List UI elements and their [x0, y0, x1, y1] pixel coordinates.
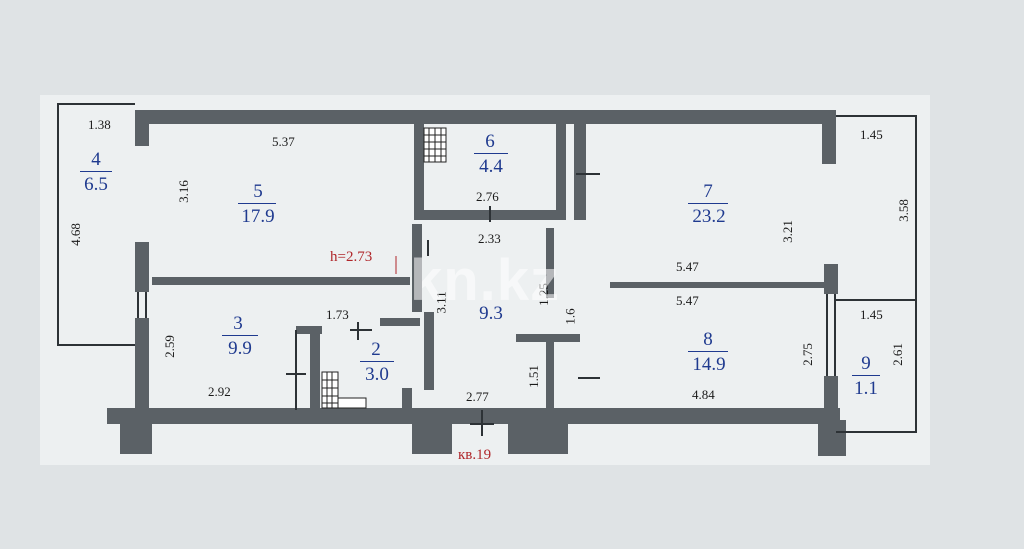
wall-2-left [310, 330, 320, 410]
room-7-rule [688, 203, 728, 204]
dim-right-top-width: 1.45 [860, 127, 883, 142]
room-7-area: 23.2 [692, 206, 726, 227]
room-3-area: 9.9 [228, 338, 252, 359]
room-8-number: 8 [703, 329, 713, 350]
ceiling-height-label: h=2.73 [330, 249, 373, 265]
wall-corridor-right-low [546, 334, 554, 410]
wall-6-left [414, 124, 424, 220]
room-6-area: 4.4 [479, 156, 503, 177]
room-4-area: 6.5 [84, 174, 108, 195]
dim-entry-width: 2.77 [466, 389, 489, 404]
wall-2-top [296, 326, 322, 334]
watermark: kn.kz [410, 248, 561, 313]
dim-room7-depth: 3.21 [779, 220, 795, 243]
wall-bottom-right-pier [818, 420, 846, 456]
room-9-number: 9 [861, 353, 871, 374]
dim-room3-width: 2.92 [208, 384, 231, 399]
room-4-number: 4 [91, 149, 101, 170]
wall-6-right [556, 124, 566, 220]
wall-bottom [107, 408, 840, 424]
wall-6-right-thick [574, 124, 586, 220]
room-8-rule [688, 351, 728, 352]
dim-room8-depth: 2.75 [799, 343, 815, 366]
dim-room9-width: 1.45 [860, 307, 883, 322]
dim-balcony-width: 1.38 [88, 117, 111, 132]
dim-room8-bottom: 4.84 [692, 387, 715, 402]
apartment-number-label: кв.19 [458, 447, 492, 463]
room-8-area: 14.9 [692, 354, 726, 375]
wall-7-8 [610, 282, 828, 288]
wall-2-top-right [380, 318, 420, 326]
room-1-area: 9.3 [479, 303, 503, 324]
room-2-rule [360, 361, 394, 362]
wall-left-mid [135, 242, 149, 292]
room-2-area: 3.0 [365, 364, 389, 385]
wall-right-mid [824, 264, 838, 294]
dim-room9-depth: 2.61 [889, 343, 905, 366]
wall-corridor-left-low [424, 312, 434, 390]
tile-hatch-2 [321, 371, 367, 409]
dim-room6-width: 2.76 [476, 189, 499, 204]
room-9-area: 1.1 [854, 378, 878, 399]
wall-bottom-left-pier [120, 420, 152, 454]
room-6-rule [474, 153, 508, 154]
room-7-number: 7 [703, 181, 713, 202]
wall-corridor-left [412, 224, 422, 312]
dim-room8-width: 5.47 [676, 293, 699, 308]
thin-lines [57, 103, 917, 436]
room-9-rule [852, 375, 880, 376]
room-5-area: 17.9 [241, 206, 275, 227]
dim-room2-width: 1.73 [326, 307, 349, 322]
wall-right-bottom [824, 376, 838, 424]
dim-closet-b: 1.6 [562, 308, 578, 325]
room-4-rule [80, 171, 112, 172]
balcony-4-outline [57, 103, 135, 346]
wall-5-3 [152, 277, 410, 285]
dim-room3-depth: 2.59 [161, 335, 177, 358]
dim-corridor-width: 2.33 [478, 231, 501, 246]
room-5-number: 5 [253, 181, 263, 202]
room-3-rule [222, 335, 258, 336]
wall-corridor-right [546, 228, 554, 298]
dim-corridor-right: 1.51 [525, 365, 541, 388]
dim-room5-depth: 3.16 [175, 180, 191, 203]
wall-left-top [135, 110, 149, 146]
room-9-outline [836, 115, 917, 433]
wall-right-stub [822, 110, 836, 164]
room-5-rule [238, 203, 276, 204]
dim-room7-width: 5.47 [676, 259, 699, 274]
dim-room5-width: 5.37 [272, 134, 295, 149]
dim-balcony-length: 4.68 [67, 223, 83, 246]
room-3-number: 3 [233, 313, 243, 334]
wall-bottom-pier-a [412, 420, 452, 454]
wall-top [135, 110, 835, 124]
dim-right-top-depth: 3.58 [895, 199, 911, 222]
tile-hatch-6 [423, 127, 447, 163]
room-6-number: 6 [485, 131, 495, 152]
wall-left-bottom [135, 318, 149, 415]
wall-2-right-stub [402, 388, 412, 410]
wall-bottom-pier-b [508, 420, 568, 454]
room-2-number: 2 [371, 339, 381, 360]
